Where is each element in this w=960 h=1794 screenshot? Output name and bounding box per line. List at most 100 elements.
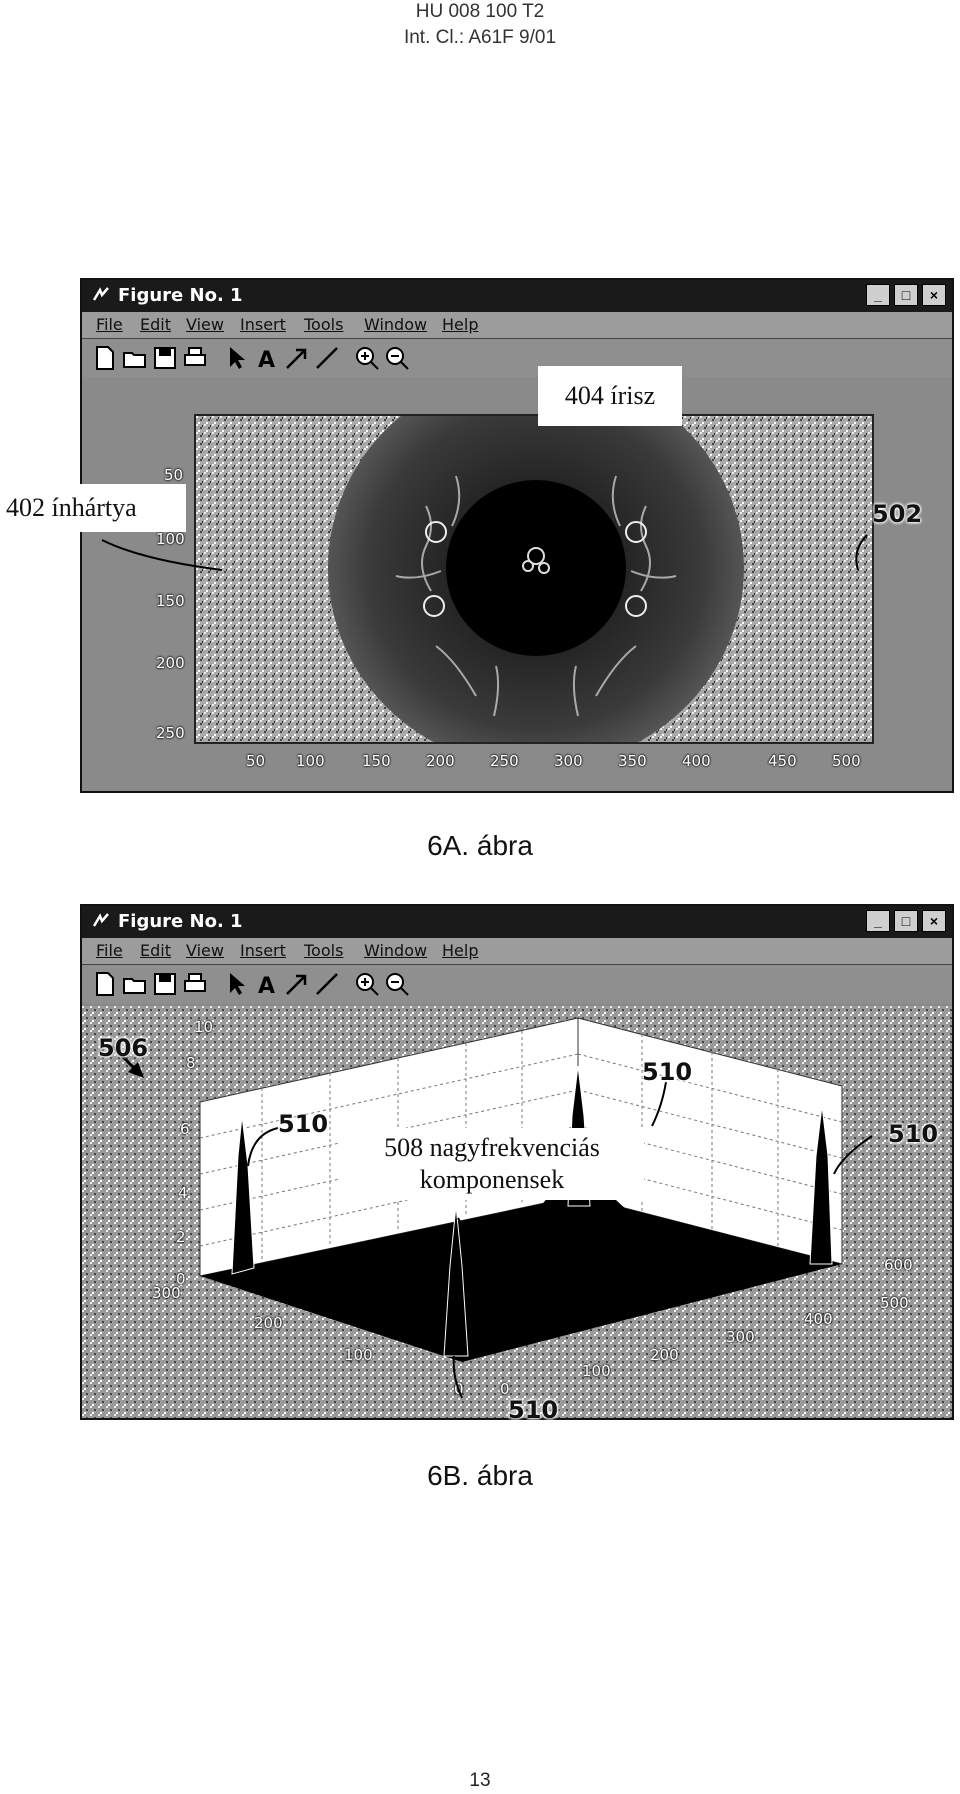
window-title: Figure No. 1 [118, 285, 243, 306]
print-icon[interactable] [182, 345, 208, 371]
print-icon[interactable] [182, 971, 208, 997]
x-tick: 300 [554, 752, 583, 770]
right-axis-tick: 200 [650, 1346, 679, 1364]
leader-line-502 [855, 534, 868, 571]
menu-bar: File Edit View Insert Tools Window Help [82, 312, 952, 339]
maximize-button[interactable]: □ [894, 284, 918, 306]
close-button[interactable]: × [922, 910, 946, 932]
x-tick: 100 [296, 752, 325, 770]
maximize-button[interactable]: □ [894, 910, 918, 932]
toolbar: A [82, 339, 952, 377]
right-axis-tick: 0 [500, 1380, 510, 1398]
label-510-left: 510 [278, 1110, 329, 1138]
title-bar: Figure No. 1 _ □ × [82, 280, 952, 312]
pointer-icon[interactable] [224, 345, 250, 371]
right-axis-tick: 500 [880, 1294, 909, 1312]
right-axis-tick: 600 [884, 1256, 913, 1274]
menu-help[interactable]: Help [442, 315, 479, 334]
x-tick: 250 [490, 752, 519, 770]
open-file-icon[interactable] [122, 971, 148, 997]
annotation-leaders [110, 1044, 873, 1399]
right-axis-tick: 400 [804, 1310, 833, 1328]
menu-view[interactable]: View [186, 315, 224, 334]
toolbar: A [82, 965, 952, 1003]
svg-text:A: A [258, 974, 275, 997]
left-axis-tick: 200 [254, 1314, 283, 1332]
left-axis-tick: 100 [344, 1346, 373, 1364]
save-icon[interactable] [152, 345, 178, 371]
left-axis-tick: 300 [152, 1284, 181, 1302]
y-tick: 250 [156, 724, 185, 742]
menu-tools[interactable]: Tools [304, 941, 344, 960]
menu-view[interactable]: View [186, 941, 224, 960]
zoom-out-icon[interactable] [384, 345, 410, 371]
callout-iris: 404 írisz [538, 366, 682, 426]
insert-line-icon[interactable] [314, 345, 340, 371]
svg-text:A: A [258, 348, 275, 371]
classification: Int. Cl.: A61F 9/01 [403, 27, 557, 48]
insert-arrow-icon[interactable] [284, 345, 310, 371]
label-510-top: 510 [642, 1058, 693, 1086]
x-tick: 150 [362, 752, 391, 770]
z-tick: 4 [178, 1184, 188, 1202]
y-tick: 200 [156, 654, 185, 672]
right-axis-tick: 100 [582, 1362, 611, 1380]
leader-line-402 [101, 539, 223, 571]
menu-insert[interactable]: Insert [240, 315, 286, 334]
insert-line-icon[interactable] [314, 971, 340, 997]
y-tick: 50 [164, 466, 184, 484]
new-figure-icon[interactable] [92, 971, 118, 997]
figure-app-icon [92, 913, 109, 927]
x-tick: 50 [246, 752, 266, 770]
insert-text-icon[interactable]: A [254, 345, 280, 371]
menu-edit[interactable]: Edit [140, 315, 171, 334]
x-tick: 500 [832, 752, 861, 770]
x-tick: 200 [426, 752, 455, 770]
window-title: Figure No. 1 [118, 911, 243, 932]
callout-high-frequency: 508 nagyfrekvenciás komponensek [340, 1128, 644, 1200]
open-file-icon[interactable] [122, 345, 148, 371]
page-number: 13 [469, 1770, 491, 1791]
menu-file[interactable]: File [96, 941, 123, 960]
z-tick: 0 [176, 1270, 186, 1288]
zoom-in-icon[interactable] [354, 971, 380, 997]
figure-app-icon [92, 287, 109, 301]
minimize-button[interactable]: _ [866, 284, 890, 306]
figure-caption-6b: 6B. ábra [427, 1460, 533, 1491]
menu-file[interactable]: File [96, 315, 123, 334]
label-510-right: 510 [888, 1120, 939, 1148]
pointer-icon[interactable] [224, 971, 250, 997]
close-button[interactable]: × [922, 284, 946, 306]
menu-window[interactable]: Window [364, 941, 428, 960]
insert-arrow-icon[interactable] [284, 971, 310, 997]
figure-window-a: Figure No. 1 _ □ × File Edit View Insert… [80, 278, 954, 793]
menu-help[interactable]: Help [442, 941, 479, 960]
z-tick: 6 [180, 1120, 190, 1138]
label-506: 506 [98, 1034, 149, 1062]
new-figure-icon[interactable] [92, 345, 118, 371]
menu-insert[interactable]: Insert [240, 941, 286, 960]
x-tick: 350 [618, 752, 647, 770]
callout-sclera: 402 ínhártya [0, 484, 186, 532]
figure-caption-6a: 6A. ábra [427, 830, 533, 861]
right-axis-tick: 300 [726, 1328, 755, 1346]
title-bar: Figure No. 1 _ □ × [82, 906, 952, 938]
zoom-out-icon[interactable] [384, 971, 410, 997]
zoom-in-icon[interactable] [354, 345, 380, 371]
save-icon[interactable] [152, 971, 178, 997]
insert-text-icon[interactable]: A [254, 971, 280, 997]
menu-window[interactable]: Window [364, 315, 428, 334]
x-tick: 450 [768, 752, 797, 770]
x-tick: 400 [682, 752, 711, 770]
patent-number: HU 008 100 T2 [415, 1, 545, 22]
iris-image [196, 416, 872, 742]
label-502: 502 [872, 500, 923, 528]
label-510-bottom: 510 [508, 1396, 559, 1424]
menu-bar: File Edit View Insert Tools Window Help [82, 938, 952, 965]
z-tick: 2 [176, 1228, 186, 1246]
z-tick: 8 [186, 1054, 196, 1072]
z-tick: 10 [194, 1018, 214, 1036]
menu-edit[interactable]: Edit [140, 941, 171, 960]
menu-tools[interactable]: Tools [304, 315, 344, 334]
minimize-button[interactable]: _ [866, 910, 890, 932]
